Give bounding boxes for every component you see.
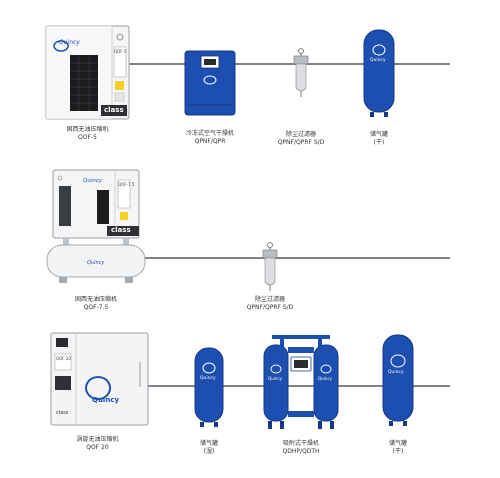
caption-name: 储气罐 <box>388 440 407 447</box>
model-plate: QOF-5 <box>114 49 127 54</box>
caption-model: QPNF/QPRF S/D <box>277 139 325 146</box>
tank-brand-logo: Quincy <box>87 260 105 266</box>
caption-model: QOF 20 <box>86 444 109 451</box>
caption-name: 固西无油压缩机 <box>74 296 117 303</box>
caption-tank-dry-row3: 储气罐 (干) <box>369 440 427 456</box>
caption-compressor-row2: 固西无油压缩机 QOF-7.5 <box>45 296 147 312</box>
caption-model: QOF-7.5 <box>83 304 109 311</box>
caption-model: QOF-5 <box>78 134 97 141</box>
panel-model-label: QOF 20 <box>56 356 71 361</box>
caption-model: QPNF/QPR <box>194 138 226 145</box>
dust-filter-row2 <box>261 242 279 292</box>
caption-compressor-row1: 固西无油压缩机 QOF-5 <box>40 126 135 142</box>
air-pipe-row2 <box>140 257 450 259</box>
caption-name: 储气罐 <box>369 131 388 138</box>
desiccant-dryer: Quincy Quincy <box>262 333 340 433</box>
air-tank-dry-row3: Quincy <box>380 333 416 427</box>
caption-tank-wet: 储气罐 (湿) <box>182 440 236 456</box>
caption-dryer-row1: 冷冻式空气干燥机 QPNF/QPR <box>165 130 255 146</box>
caption-filter-row1: 除尘过滤器 QPNF/QPRF S/D <box>255 131 347 147</box>
class-badge: class <box>111 226 131 234</box>
caption-desiccant-dryer: 吸附式干燥机 QDHP/QDTH <box>266 440 336 456</box>
caption-model: (干) <box>373 139 385 146</box>
air-tank-dry-row1: Quincy <box>361 28 397 118</box>
brand-logo: Quincy <box>200 376 216 381</box>
brand-logo: Quincy <box>370 58 386 63</box>
caption-compressor-row3: 涡旋无油压缩机 QOF 20 <box>45 436 150 452</box>
air-tank-wet: Quincy <box>192 346 226 428</box>
caption-filter-row2: 除尘过滤器 QPNF/QPRF S/D <box>224 296 316 312</box>
caption-model: (湿) <box>203 448 215 455</box>
air-pipe-row3 <box>148 385 450 387</box>
brand-logo: Quincy <box>388 370 404 375</box>
refrigerated-dryer <box>184 50 236 116</box>
brand-logo: Quincy <box>83 178 103 184</box>
caption-name: 除尘过滤器 <box>254 296 285 303</box>
model-plate: QOF-7.5 <box>118 182 135 187</box>
brand-logo: Quincy <box>59 39 80 46</box>
brand-logo-right: Quincy <box>318 376 332 381</box>
caption-model: QDHP/QDTH <box>282 448 320 455</box>
caption-tank-row1: 储气罐 (干) <box>350 131 408 147</box>
compressor-qof20-cabinet: QOF 20 Quincy class <box>50 332 149 426</box>
caption-name: 冷冻式空气干燥机 <box>185 130 234 137</box>
caption-name: 吸附式干燥机 <box>282 440 319 447</box>
class-badge: class <box>104 106 124 114</box>
brand-logo: Quincy <box>92 396 120 404</box>
caption-name: 除尘过滤器 <box>285 131 316 138</box>
caption-model: (干) <box>392 448 404 455</box>
compressor-qof75-tank-mounted: Quincy QOF-7.5 class Quincy <box>45 168 147 285</box>
compressor-qof5: Quincy QOF-5 class <box>45 25 130 120</box>
class-badge: class <box>56 410 69 416</box>
brand-logo-left: Quincy <box>268 376 282 381</box>
air-pipe-row1 <box>128 63 450 65</box>
caption-name: 涡旋无油压缩机 <box>76 436 119 443</box>
dust-filter-row1 <box>292 48 310 98</box>
caption-name: 储气罐 <box>199 440 218 447</box>
caption-model: QPNF/QPRF S/D <box>246 304 294 311</box>
caption-name: 固西无油压缩机 <box>66 126 109 133</box>
